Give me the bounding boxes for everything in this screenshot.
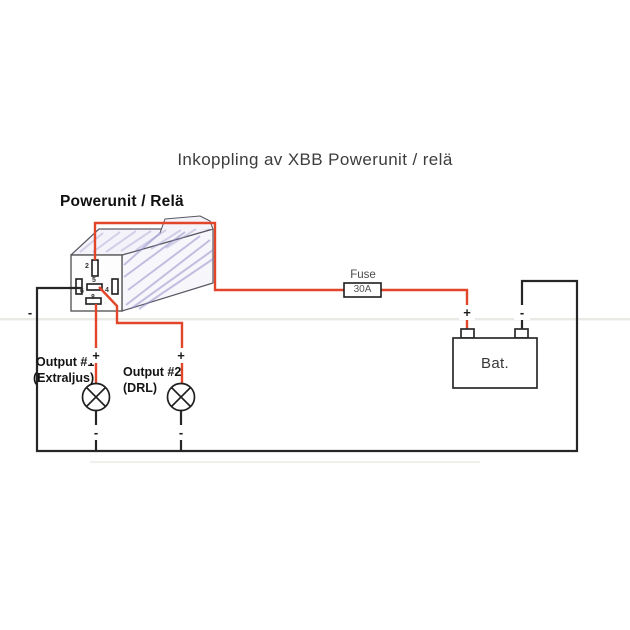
scan-artifact-line [0, 318, 630, 321]
lamp-output1 [81, 382, 111, 412]
pencil-hatching-top [79, 228, 197, 253]
relay-pin-top [91, 259, 99, 277]
output1-name: Output #1 [36, 355, 95, 369]
output2-description: (DRL) [123, 381, 158, 395]
battery-symbol [452, 328, 538, 389]
battery-plus-symbol: + [459, 305, 475, 320]
lamp-output2 [166, 382, 196, 412]
output1-plus-symbol: + [88, 348, 104, 363]
fuse-rating: 30A [353, 284, 372, 295]
relay-pin-left-number: 6 [80, 288, 84, 295]
pencil-hatching-side [123, 231, 214, 310]
wire-relay-to-fuse [93, 221, 344, 292]
battery-positive-post [460, 328, 475, 339]
wire-ground-loop [35, 279, 579, 453]
fuse-label: Fuse [350, 269, 376, 281]
relay-pin-right-number: 4 [105, 287, 109, 294]
battery-negative-post [514, 328, 529, 339]
battery-label: Bat. [481, 354, 509, 372]
battery-minus-symbol: - [514, 305, 530, 320]
scan-artifact-line-bottom [90, 461, 480, 463]
output2-name: Output #2 [123, 365, 182, 379]
output2-minus-symbol: - [173, 425, 189, 440]
page-title: Inkoppling av XBB Powerunit / relä [177, 150, 453, 169]
lamp2-x2 [170, 386, 192, 408]
relay-pin-center [86, 283, 103, 291]
output2-plus-symbol: + [173, 348, 189, 363]
relay-pin-slots [75, 259, 119, 305]
lamp1-x2 [85, 386, 107, 408]
powerunit-sketch [70, 215, 214, 312]
relay-pin-bottom [85, 297, 102, 305]
relay-pin-center-number: 5 [92, 277, 96, 284]
output1-description: (Extraljus) [33, 371, 95, 385]
powerunit-label: Powerunit / Relä [60, 193, 184, 210]
battery-body [452, 337, 538, 389]
ground-minus-symbol: - [27, 305, 33, 320]
relay-pin-top-number: 2 [85, 263, 89, 270]
relay-pin-right [111, 278, 119, 295]
wire-relay-to-output2 [98, 286, 184, 384]
relay-pin-bottom-number: 8 [91, 294, 95, 301]
fuse-box [343, 282, 382, 298]
output1-minus-symbol: - [88, 425, 104, 440]
wire-fuse-to-battery-plus [381, 288, 469, 330]
relay-pin-left [75, 278, 83, 295]
